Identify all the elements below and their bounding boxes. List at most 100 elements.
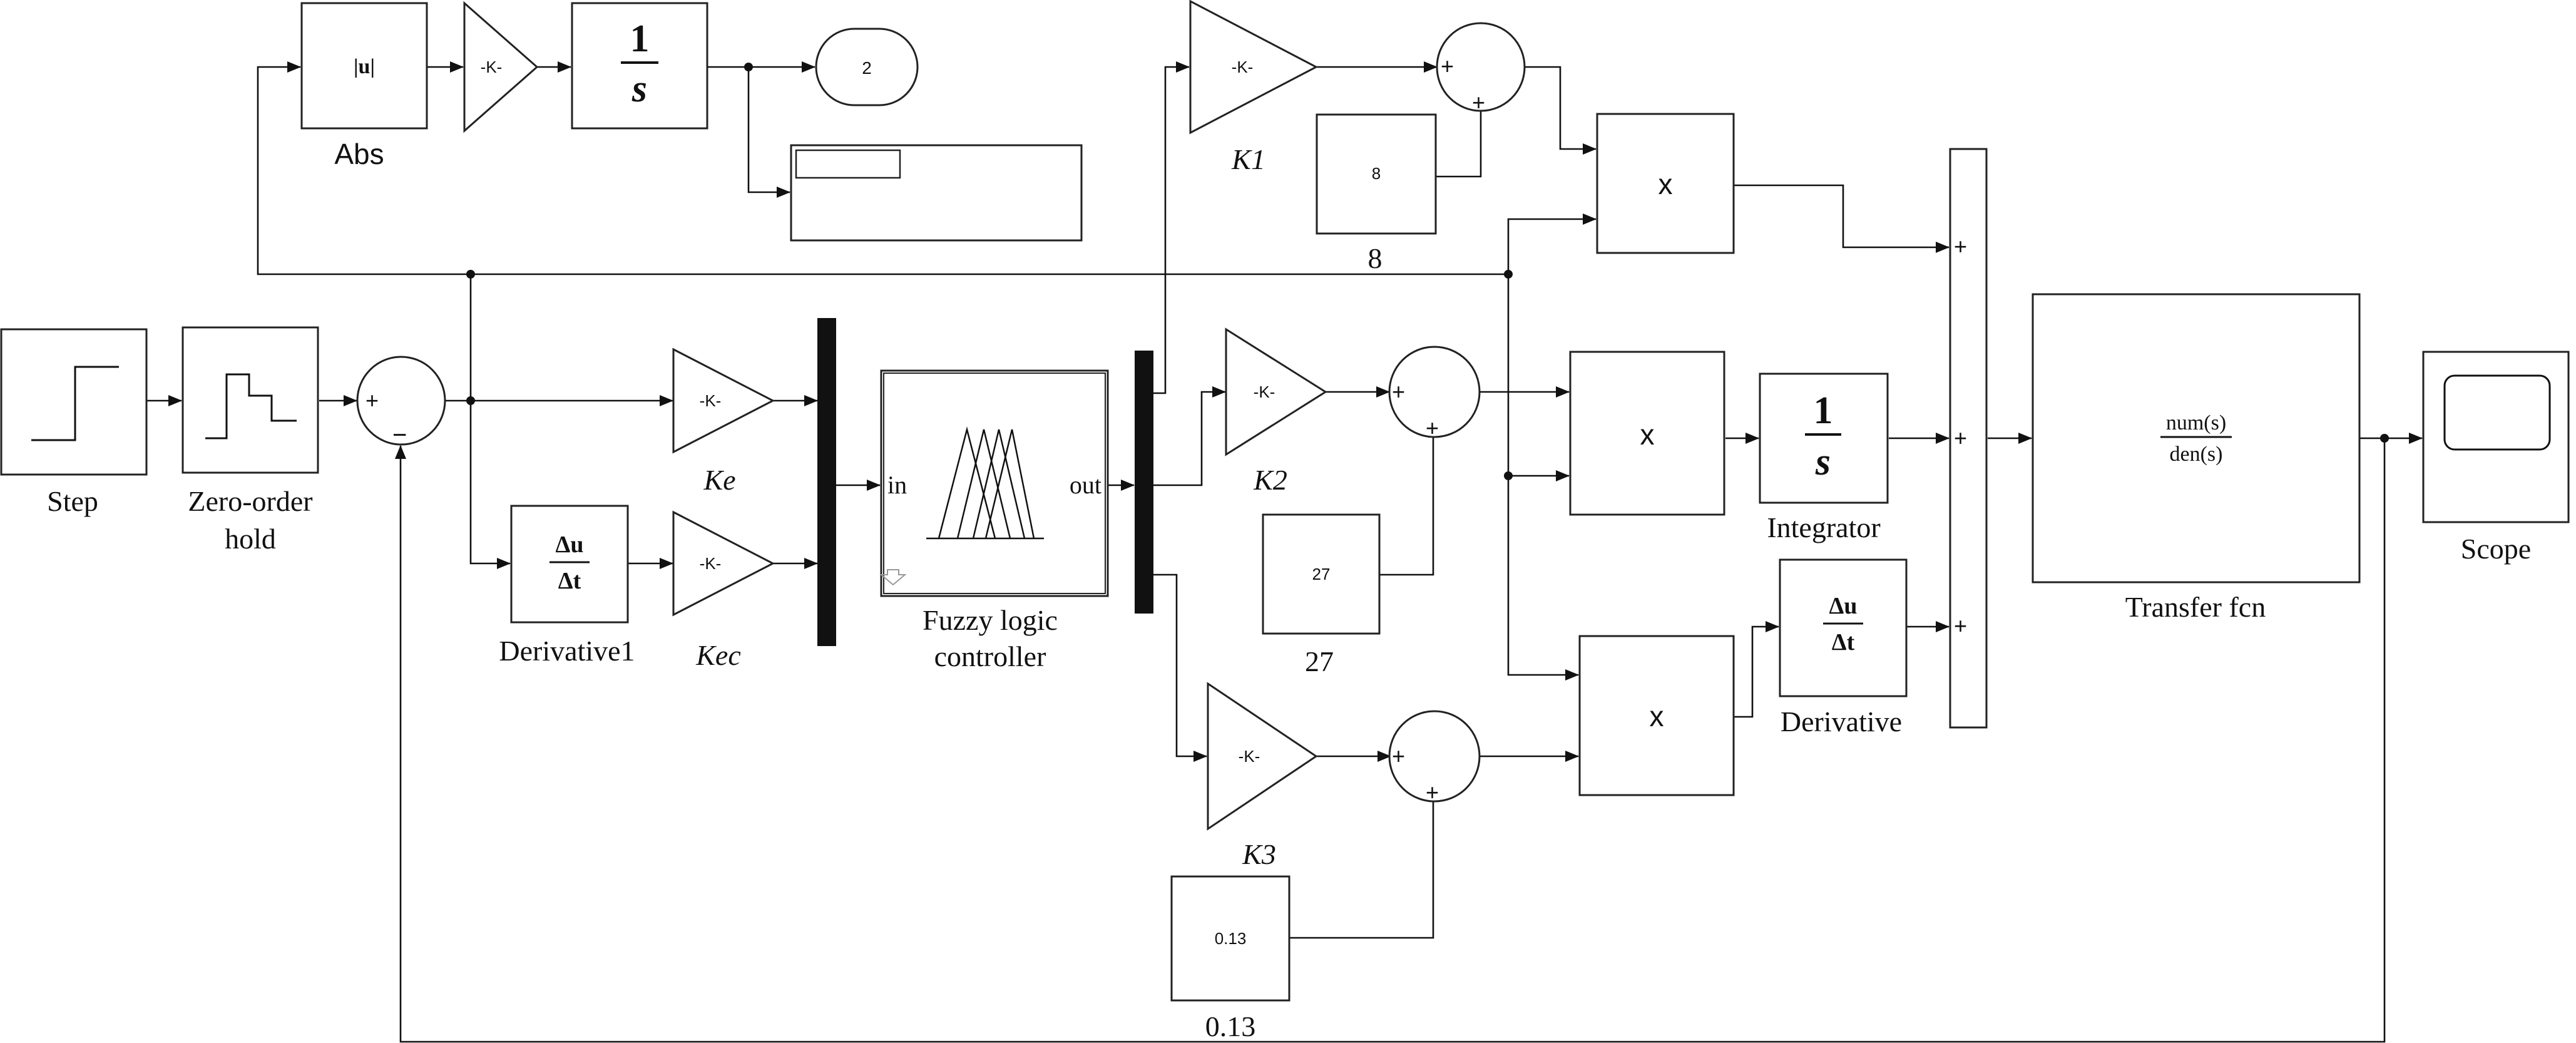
integrator-denominator: s: [1815, 441, 1831, 483]
k2-label: K2: [1253, 464, 1287, 496]
mux-block[interactable]: [817, 318, 836, 646]
product2-icon: x: [1640, 418, 1655, 451]
gain-top-block[interactable]: -K-: [463, 1, 539, 133]
const27-block[interactable]: 27 27: [1262, 513, 1381, 677]
ke-label: Ke: [703, 464, 735, 496]
error-sum-block[interactable]: + −: [356, 356, 446, 449]
derivative1-block[interactable]: Δu Δt Derivative1: [499, 505, 635, 667]
wire-const013-sum3: [1242, 779, 1439, 939]
derivative-label: Derivative: [1781, 706, 1902, 737]
derivative1-denominator: Δt: [558, 568, 581, 594]
scope-label: Scope: [2461, 533, 2531, 565]
derivative-denominator: Δt: [1832, 629, 1855, 655]
scope-block[interactable]: Scope: [2422, 351, 2570, 565]
const013-block[interactable]: 0.13 0.13: [1170, 875, 1291, 1042]
k1-block[interactable]: -K- K1: [1189, 0, 1319, 175]
zoh-label-line1: Zero-order: [188, 485, 312, 517]
const8-value: 8: [1372, 164, 1381, 183]
wire-demux-k3: [1153, 573, 1207, 762]
sum3-plus-bottom: +: [1426, 779, 1439, 805]
ke-block[interactable]: -K- Ke: [672, 347, 775, 496]
integrator-label: Integrator: [1767, 511, 1880, 543]
output-sum-block[interactable]: + + +: [1949, 148, 1988, 729]
kec-icon: -K-: [700, 554, 722, 573]
zoh-label-line2: hold: [225, 523, 276, 555]
goto-tag: 2: [862, 58, 872, 78]
abs-block[interactable]: |u| Abs: [300, 2, 428, 170]
scope-screen-icon: [2443, 374, 2551, 451]
wire-const8-sum1: [1436, 88, 1486, 178]
kec-block[interactable]: -K- Kec: [672, 510, 775, 671]
kec-label: Kec: [695, 639, 741, 671]
error-sum-minus-sign: −: [392, 421, 407, 449]
display-value-box: [795, 149, 901, 179]
output-sum-sign-2: +: [1954, 425, 1967, 451]
integrator-top-block[interactable]: 1 s: [571, 2, 708, 130]
wire-demux-k1: [1153, 61, 1190, 394]
abs-label: Abs: [334, 138, 384, 170]
junction-dot: [466, 270, 475, 279]
gain-top-icon: -K-: [481, 58, 503, 76]
transfer-numerator: num(s): [2166, 411, 2226, 434]
wire-const27-sum2: [1380, 414, 1439, 576]
fuzzy-inner-border: [883, 372, 1106, 594]
product3-block[interactable]: x: [1578, 635, 1735, 796]
k3-block[interactable]: -K- K3: [1207, 682, 1318, 870]
k2-icon: -K-: [1254, 383, 1275, 401]
derivative-numerator: Δu: [1829, 593, 1858, 619]
fuzzy-label-line2: controller: [934, 640, 1046, 672]
step-block[interactable]: Step: [0, 328, 148, 517]
k3-icon: -K-: [1239, 747, 1260, 766]
wire-demux-k2: [1153, 386, 1226, 486]
display-block[interactable]: [790, 144, 1083, 242]
sum3-plus-left: +: [1392, 743, 1405, 769]
const27-label: 27: [1305, 645, 1334, 677]
product1-block[interactable]: x: [1596, 113, 1735, 254]
demux-block[interactable]: [1135, 351, 1153, 614]
wire-integrator-display: [747, 67, 790, 198]
product1-icon: x: [1659, 168, 1673, 200]
derivative1-numerator: Δu: [556, 532, 584, 558]
mask-arrow-icon: [879, 569, 907, 586]
derivative-block[interactable]: Δu Δt Derivative: [1779, 558, 1908, 737]
integrator-top-denominator: s: [631, 68, 647, 110]
junction-dot: [1504, 270, 1513, 279]
sum3-block[interactable]: + +: [1388, 710, 1481, 805]
integrator-numerator: 1: [1814, 389, 1833, 432]
sum2-plus-bottom: +: [1426, 415, 1439, 441]
integrator-top-numerator: 1: [630, 18, 650, 60]
error-sum-plus-sign: +: [365, 388, 379, 413]
signal-lines: [146, 61, 2423, 1043]
goto-block[interactable]: 2: [815, 28, 919, 106]
transfer-fcn-block[interactable]: num(s) den(s) Transfer fcn: [2032, 293, 2361, 623]
junction-dot: [744, 63, 753, 71]
sum2-block[interactable]: + +: [1388, 346, 1481, 441]
output-sum-sign-1: +: [1954, 234, 1967, 259]
derivative1-label: Derivative1: [499, 635, 635, 667]
fuzzy-controller-block[interactable]: in out Fuzzy logic controller: [879, 369, 1109, 672]
junction-dot: [466, 396, 475, 405]
transfer-label: Transfer fcn: [2125, 591, 2266, 623]
step-icon: [31, 366, 119, 441]
wire-bus-product1: [1507, 213, 1597, 275]
sum1-block[interactable]: + +: [1436, 22, 1526, 115]
integrator-block[interactable]: 1 s Integrator: [1759, 372, 1889, 543]
zoh-block[interactable]: Zero-order hold: [181, 326, 319, 555]
zoh-icon: [205, 373, 297, 439]
wire-bus-product3: [1507, 476, 1579, 681]
ke-icon: -K-: [700, 391, 722, 410]
const8-label: 8: [1368, 242, 1383, 274]
const013-label: 0.13: [1205, 1010, 1256, 1042]
wire-error-to-derivative1: [469, 401, 511, 569]
wire-bus-product2: [1507, 274, 1570, 481]
const013-value: 0.13: [1215, 929, 1247, 948]
k2-block[interactable]: -K- K2: [1225, 327, 1327, 496]
wire-product1-sumout: [1734, 184, 1950, 253]
junction-dot: [1504, 471, 1513, 480]
sum1-plus-bottom: +: [1472, 90, 1485, 115]
const8-block[interactable]: 8 8: [1316, 113, 1437, 274]
fuzzy-out-port: out: [1070, 471, 1101, 499]
wire-product3-derivative: [1734, 621, 1779, 718]
product2-block[interactable]: x: [1569, 351, 1725, 516]
